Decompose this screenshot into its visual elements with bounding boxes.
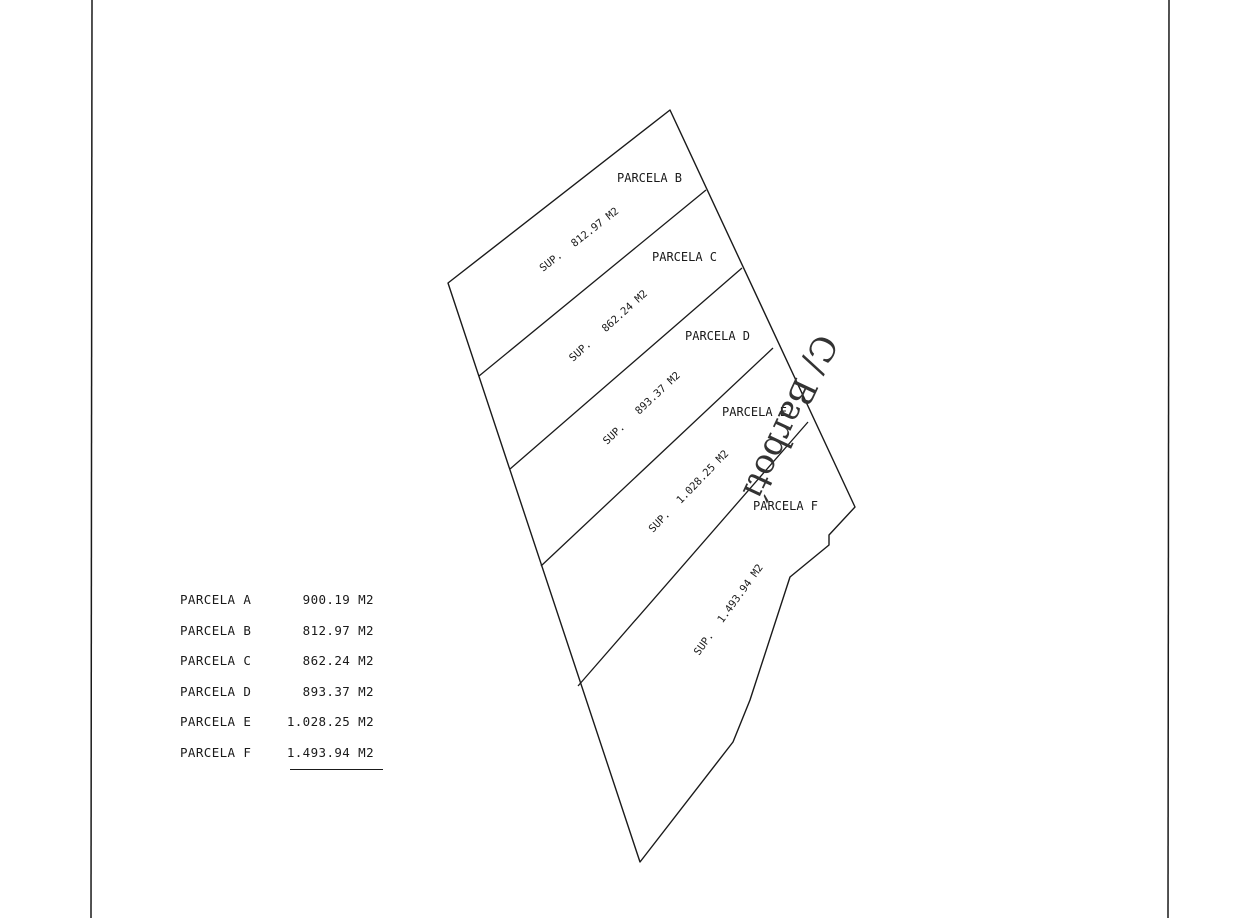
area-row-c: PARCELA C 862.24 M2 bbox=[172, 649, 392, 680]
divider-b-c bbox=[478, 189, 707, 377]
area-summary-table: PARCELA A 900.19 M2 PARCELA B 812.97 M2 … bbox=[172, 588, 392, 771]
area-row-name: PARCELA A bbox=[180, 592, 252, 607]
area-row-a: PARCELA A 900.19 M2 bbox=[172, 588, 392, 619]
area-row-value: 1.028.25 M2 bbox=[286, 714, 374, 729]
parcel-b-surface: SUP. 812.97 M2 bbox=[537, 205, 621, 274]
parcel-e-sup-prefix: SUP. bbox=[647, 509, 673, 536]
parcel-boundary bbox=[447, 109, 856, 863]
parcel-c-label: PARCELA C bbox=[652, 250, 717, 264]
area-row-value: 893.37 M2 bbox=[302, 683, 374, 699]
parcel-c-surface: SUP. 862.24 M2 bbox=[567, 288, 650, 364]
area-row-e: PARCELA E 1.028.25 M2 bbox=[172, 710, 392, 741]
area-row-name: PARCELA E bbox=[180, 714, 252, 729]
area-row-value: 900.19 M2 bbox=[302, 592, 374, 607]
total-underline bbox=[290, 769, 383, 770]
parcel-d-sup-value: 893.37 M2 bbox=[633, 370, 683, 418]
parcel-e-sup-value: 1.028.25 M2 bbox=[674, 448, 731, 506]
parcel-c-sup-prefix: SUP. bbox=[567, 338, 594, 364]
area-row-d: PARCELA D 893.37 M2 bbox=[172, 680, 392, 711]
parcel-e-surface: SUP. 1.028.25 M2 bbox=[647, 448, 732, 535]
area-row-name: PARCELA C bbox=[180, 653, 252, 668]
parcel-f-sup-value: 1.493.94 M2 bbox=[715, 562, 766, 625]
area-row-value: 812.97 M2 bbox=[302, 622, 374, 638]
divider-c-d bbox=[509, 267, 743, 470]
parcel-f-surface: SUP. 1.493.94 M2 bbox=[692, 562, 766, 658]
parcel-b-label: PARCELA B bbox=[617, 171, 682, 185]
parcel-f-sup-prefix: SUP. bbox=[692, 630, 717, 658]
parcel-d-label: PARCELA D bbox=[685, 329, 750, 343]
frame-left-border bbox=[90, 0, 93, 918]
parcel-b-sup-prefix: SUP. bbox=[537, 249, 564, 274]
parcel-c-sup-value: 862.24 M2 bbox=[600, 288, 650, 335]
area-row-f: PARCELA F 1.493.94 M2 bbox=[172, 741, 392, 772]
parcel-d-surface: SUP. 893.37 M2 bbox=[601, 370, 683, 448]
parcel-b-sup-value: 812.97 M2 bbox=[569, 205, 621, 249]
area-row-b: PARCELA B 812.97 M2 bbox=[172, 619, 392, 650]
divider-d-e bbox=[540, 347, 774, 567]
parcel-f-label: PARCELA F bbox=[753, 499, 818, 513]
area-row-name: PARCELA B bbox=[180, 622, 252, 638]
area-row-name: PARCELA F bbox=[180, 744, 252, 760]
area-row-value: 862.24 M2 bbox=[302, 653, 374, 668]
area-row-name: PARCELA D bbox=[180, 683, 252, 699]
area-row-value: 1.493.94 M2 bbox=[286, 744, 374, 760]
frame-right-border bbox=[1167, 0, 1170, 918]
parcel-d-sup-prefix: SUP. bbox=[601, 421, 628, 447]
divider-e-f bbox=[577, 421, 809, 687]
parcel-e-label: PARCELA E bbox=[722, 405, 787, 419]
